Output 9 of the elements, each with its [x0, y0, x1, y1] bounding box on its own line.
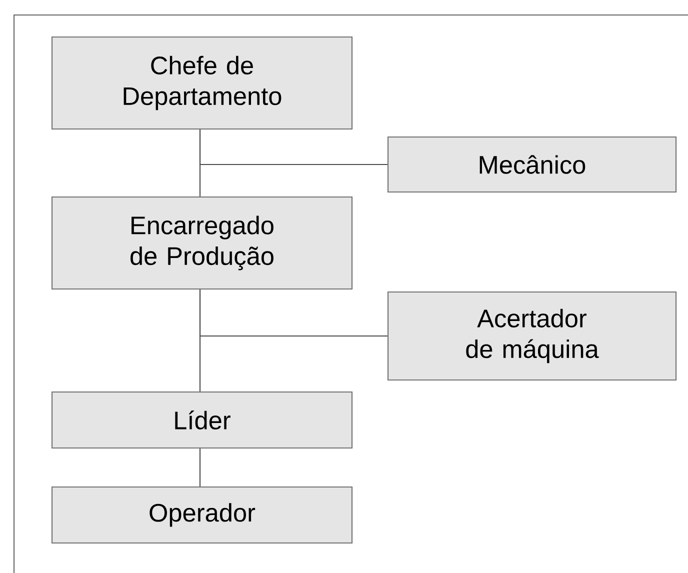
- org-box: Operador: [51, 486, 353, 544]
- org-box: Chefe de Departamento: [51, 36, 353, 130]
- org-box: Acertador de máquina: [387, 291, 677, 381]
- org-box: Mecânico: [387, 136, 677, 193]
- connector-line: [199, 448, 201, 486]
- connector-line: [199, 130, 388, 166]
- org-box: Líder: [51, 391, 353, 449]
- org-box: Encarregado de Produção: [51, 196, 353, 290]
- connector-line: [199, 290, 388, 337]
